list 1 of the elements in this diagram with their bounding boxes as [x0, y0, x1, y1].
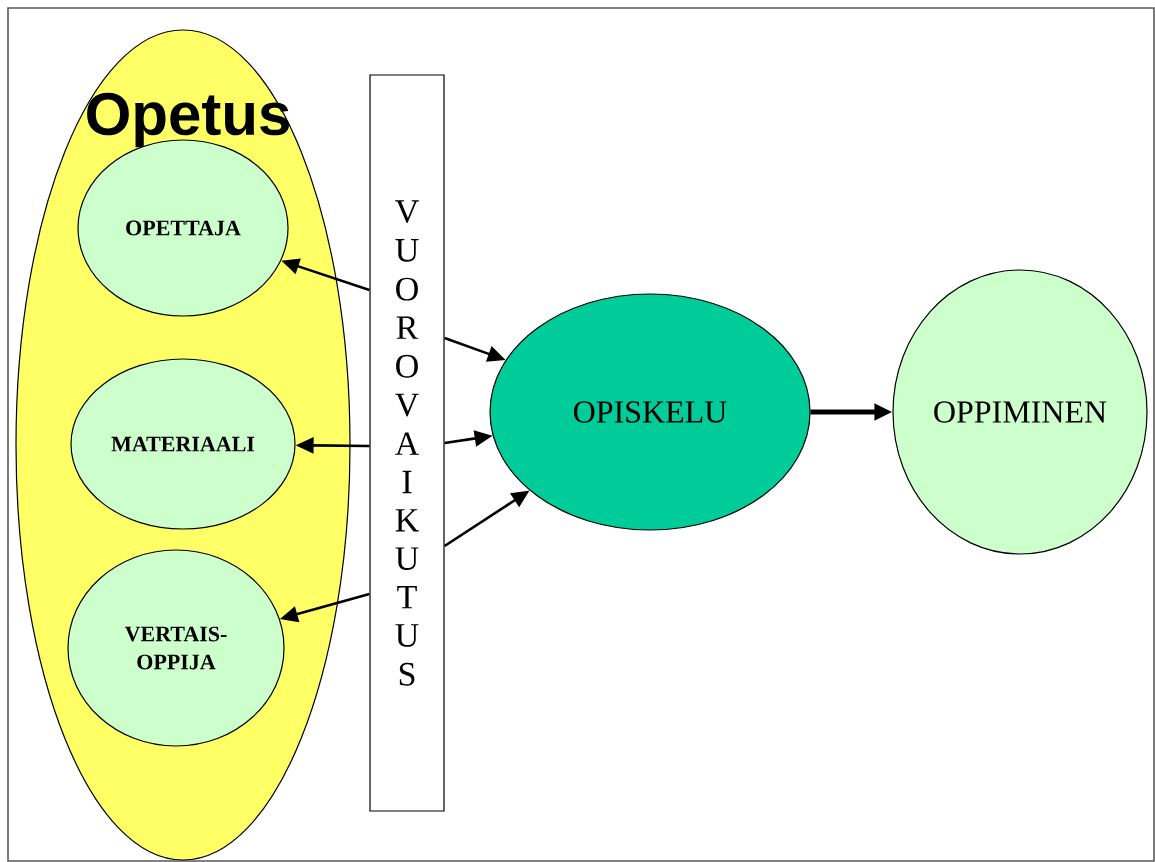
vertical-box: VUOROVAIKUTUS: [369, 74, 445, 812]
